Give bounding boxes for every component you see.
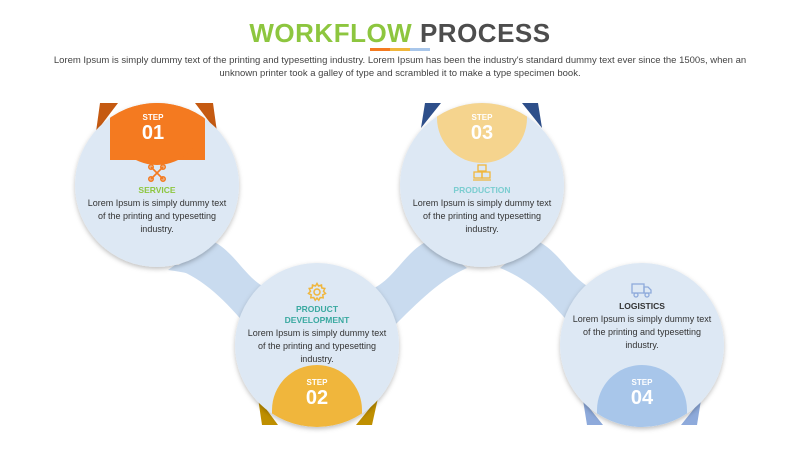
step-4-heading: LOGISTICS (619, 301, 665, 311)
step-3-badge: STEP 03 (442, 113, 522, 144)
truck-icon (631, 283, 652, 298)
step-4-badge: STEP 04 (602, 378, 682, 409)
step-4-label: STEP (631, 378, 653, 387)
step-2-text: Lorem Ipsum is simply dummy text of the … (247, 328, 387, 364)
step-1-text: Lorem Ipsum is simply dummy text of the … (87, 198, 227, 234)
step-1-content: SERVICE Lorem Ipsum is simply dummy text… (87, 163, 227, 236)
step-circle-2 (235, 263, 399, 427)
step-2-heading: PRODUCT (295, 304, 339, 314)
step-circle-4 (560, 263, 724, 427)
title-part1: WORKFLOW (249, 18, 413, 48)
step-4-number: 04 (630, 387, 654, 409)
step-circle-3 (400, 103, 564, 267)
page-title: WORKFLOW PROCESS (0, 18, 800, 49)
step-4-content: LOGISTICS Lorem Ipsum is simply dummy te… (572, 281, 712, 352)
tab-corner-3b (522, 103, 542, 128)
step-2-content: PRODUCT DEVELOPMENT Lorem Ipsum is simpl… (247, 282, 387, 366)
boxes-icon (473, 164, 491, 181)
step-2-label: STEP (306, 378, 328, 387)
tab-corner-3a (421, 103, 441, 128)
step-1-label: STEP (142, 113, 164, 122)
step-1-badge: STEP 01 (113, 113, 193, 144)
tools-icon (147, 163, 167, 183)
step-3-number: 03 (470, 122, 494, 144)
step-1-number: 01 (141, 122, 165, 144)
step-3-label: STEP (471, 113, 493, 122)
step-2-number: 02 (305, 387, 329, 409)
step-4-text: Lorem Ipsum is simply dummy text of the … (572, 314, 712, 350)
step-3-heading: PRODUCTION (453, 185, 511, 195)
step-3-text: Lorem Ipsum is simply dummy text of the … (412, 198, 552, 234)
step-2-badge: STEP 02 (277, 378, 357, 409)
step-circle-1 (75, 103, 239, 267)
title-underline (370, 48, 432, 51)
gear-icon (307, 282, 327, 302)
step-2-heading-line2: DEVELOPMENT (284, 315, 350, 325)
subtitle: Lorem Ipsum is simply dummy text of the … (53, 55, 747, 79)
title-part2: PROCESS (419, 18, 551, 48)
step-1-heading: SERVICE (138, 185, 176, 195)
step-3-content: PRODUCTION Lorem Ipsum is simply dummy t… (412, 163, 552, 236)
